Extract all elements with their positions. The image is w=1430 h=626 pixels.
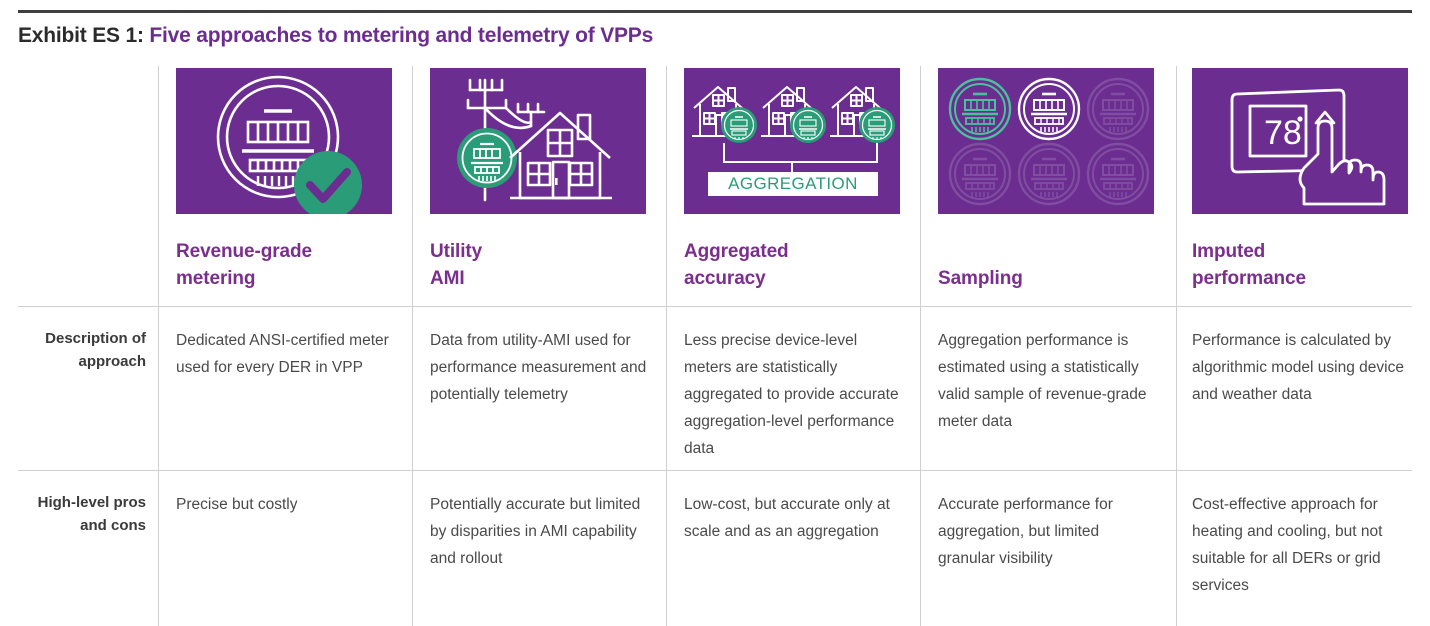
cell-proscons-utility-ami: Potentially accurate but limited by disp…: [430, 496, 641, 567]
heading-line-2: AMI: [430, 268, 465, 289]
row-label-description-of-approach: Description of approach: [18, 327, 146, 373]
row-divider-1: [18, 306, 1412, 307]
cell-proscons-sampling: Accurate performance for aggregation, bu…: [938, 496, 1113, 567]
exhibit-title: Five approaches to metering and telemetr…: [149, 24, 654, 47]
column-divider-4: [920, 66, 921, 626]
cell-proscons-imputed-performance: Cost-effective approach for heating and …: [1192, 496, 1383, 594]
revenue-grade-meter-check-icon: [176, 68, 392, 214]
row-label-high-level-pros-and-cons: High-level pros and cons: [18, 491, 146, 537]
heading-line-1: Imputed: [1192, 241, 1266, 262]
column-heading-imputed-performance: Imputed performance: [1192, 238, 1418, 292]
column-divider-3: [666, 66, 667, 626]
cell-proscons-aggregated-accuracy: Low-cost, but accurate only at scale and…: [684, 496, 890, 540]
cell-description-imputed-performance: Performance is calculated by algorithmic…: [1192, 332, 1404, 403]
page-title: Exhibit ES 1: Five approaches to meterin…: [18, 24, 1218, 48]
row-label-line-1: High-level pros: [37, 494, 146, 511]
row-label-line-1: Description of: [45, 330, 146, 347]
cell-description-sampling: Aggregation performance is estimated usi…: [938, 332, 1147, 430]
heading-line-2: accuracy: [684, 268, 766, 289]
top-rule: [18, 10, 1412, 13]
column-heading-aggregated-accuracy: Aggregated accuracy: [684, 238, 910, 292]
exhibit-label: Exhibit ES 1:: [18, 24, 144, 47]
column-heading-utility-ami: Utility AMI: [430, 238, 656, 292]
heading-line-2: metering: [176, 268, 256, 289]
heading-line-1: Revenue-grade: [176, 241, 312, 262]
three-houses-aggregation-icon: AGGREGATION: [684, 68, 900, 214]
column-divider-5: [1176, 66, 1177, 626]
row-divider-2: [18, 470, 1412, 471]
heading-line-1: Aggregated: [684, 241, 789, 262]
svg-text:AGGREGATION: AGGREGATION: [728, 174, 858, 193]
heading-line-1: Utility: [430, 241, 483, 262]
cell-description-utility-ami: Data from utility-AMI used for performan…: [430, 332, 647, 403]
thermostat-reading-text: 78: [1264, 114, 1302, 152]
column-heading-revenue-grade-metering: Revenue-grade metering: [176, 238, 402, 292]
meter-grid-sampling-icon: [938, 68, 1154, 214]
cell-description-aggregated-accuracy: Less precise device-level meters are sta…: [684, 332, 899, 457]
utility-pole-house-meter-icon: [430, 68, 646, 214]
heading-line-1: Sampling: [938, 268, 1023, 289]
thermostat-hand-icon: 78: [1192, 68, 1408, 214]
heading-line-2: performance: [1192, 268, 1306, 289]
column-divider-1: [158, 66, 159, 626]
cell-description-revenue-grade-metering: Dedicated ANSI-certified meter used for …: [176, 332, 389, 376]
cell-proscons-revenue-grade-metering: Precise but costly: [176, 496, 298, 513]
row-label-line-2: approach: [78, 353, 146, 370]
row-label-line-2: and cons: [80, 517, 146, 534]
column-divider-2: [412, 66, 413, 626]
column-heading-sampling: Sampling: [938, 265, 1164, 292]
